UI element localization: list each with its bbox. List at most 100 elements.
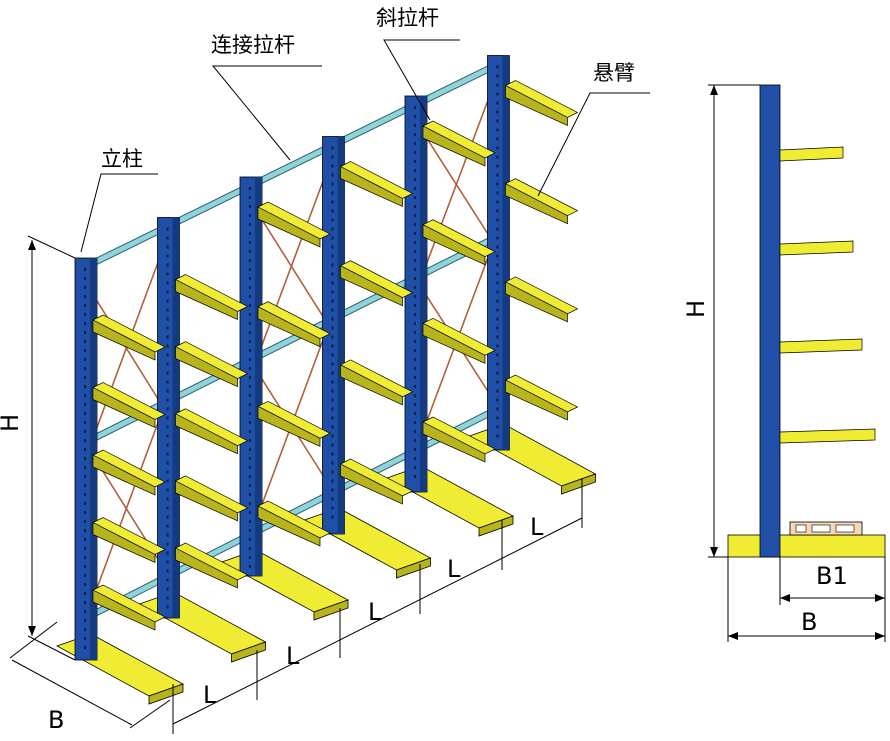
column-hole	[84, 412, 86, 415]
column-hole	[414, 169, 416, 172]
column-hole	[84, 358, 86, 361]
column-hole	[331, 173, 334, 177]
column-hole	[496, 299, 499, 303]
column-hole	[249, 412, 251, 415]
column-hole	[496, 281, 499, 285]
column-hole	[414, 223, 416, 226]
column-hole	[84, 268, 86, 271]
column-hole	[166, 290, 169, 294]
column-hole	[84, 547, 86, 550]
column-hole	[331, 191, 334, 195]
column-hole	[331, 362, 334, 366]
column-hole	[496, 407, 499, 411]
tie-bar-3	[84, 405, 502, 620]
column-hole	[249, 484, 251, 487]
column-hole	[84, 421, 86, 424]
column-hole	[84, 637, 86, 640]
column-hole	[249, 502, 251, 505]
column-hole	[331, 407, 334, 411]
column-hole	[166, 389, 169, 393]
column-hole	[496, 173, 499, 177]
label-arm: 悬臂	[593, 61, 635, 85]
column-hole	[249, 241, 251, 244]
column-hole	[249, 529, 251, 532]
column-hole	[166, 371, 169, 375]
arm-side-3-3	[257, 405, 321, 447]
label-tie-bar: 连接拉杆	[211, 33, 295, 57]
column-hole	[331, 515, 334, 519]
column-hole	[414, 412, 416, 415]
diagonal-brace-2a	[253, 206, 330, 527]
arm-side-4-3	[340, 364, 403, 406]
arm-side-1-1	[92, 319, 156, 361]
column-hole	[331, 506, 334, 510]
column-hole	[414, 241, 416, 244]
dim-label-base-depth: B	[48, 706, 64, 734]
column-hole	[166, 452, 169, 456]
base-foot-end-4	[396, 557, 431, 579]
dim-b-ext-left	[9, 621, 58, 659]
column-hole	[414, 340, 416, 343]
column-hole	[331, 371, 334, 375]
side-dim-label-height: H	[682, 300, 710, 318]
arm-side-6-4	[505, 379, 568, 421]
column-hole	[331, 398, 334, 402]
arm-side-3-2	[257, 306, 321, 348]
dim-label-bay-length-1: L	[203, 681, 217, 709]
base-foot-end-6	[561, 473, 596, 495]
column-hole	[496, 218, 499, 222]
column-hole	[249, 556, 251, 559]
column-hole	[414, 304, 416, 307]
column-hole	[249, 286, 251, 289]
column-hole	[496, 110, 499, 114]
column-hole	[496, 182, 499, 186]
column-hole	[414, 322, 416, 325]
column-hole	[166, 560, 169, 564]
column-hole	[331, 218, 334, 222]
column-hole	[166, 398, 169, 402]
column-hole	[166, 263, 169, 267]
column-hole	[496, 308, 499, 312]
column-hole	[414, 268, 416, 271]
column-hole	[84, 511, 86, 514]
column-hole	[496, 155, 499, 159]
column-hole	[496, 227, 499, 231]
column-hole	[414, 151, 416, 154]
column-hole	[496, 335, 499, 339]
column-hole	[496, 398, 499, 402]
column-hole	[249, 331, 251, 334]
arm-side-6-1	[505, 84, 568, 127]
dim-b-line	[11, 659, 133, 726]
column-hole	[166, 434, 169, 438]
column-hole	[249, 223, 251, 226]
column-hole	[249, 196, 251, 199]
dim-label-bay-length-5: L	[530, 513, 544, 541]
column-hole	[166, 461, 169, 465]
column-hole	[331, 263, 334, 267]
column-hole	[166, 227, 169, 231]
column-hole	[414, 115, 416, 118]
rack-perspective-view	[56, 55, 597, 705]
dim-h-ext-bottom	[27, 635, 76, 661]
column-hole	[84, 556, 86, 559]
column-hole	[496, 326, 499, 330]
column-hole	[249, 394, 251, 397]
arm-side-3-4	[257, 505, 321, 547]
column-hole	[496, 146, 499, 150]
arm-side-1-3	[92, 454, 156, 496]
column-hole	[166, 551, 169, 555]
column-flange-6	[502, 55, 510, 450]
column-hole	[84, 349, 86, 352]
column-hole	[331, 425, 334, 429]
column-hole	[84, 331, 86, 334]
arm-side-6-2	[505, 183, 568, 225]
column-hole	[166, 326, 169, 330]
column-hole	[166, 281, 169, 285]
column-flange-5	[420, 96, 427, 492]
column-hole	[84, 376, 86, 379]
column-hole	[166, 542, 169, 546]
tie-bar-1	[84, 61, 502, 269]
column-hole	[249, 385, 251, 388]
column-hole	[414, 349, 416, 352]
column-hole	[496, 263, 499, 267]
